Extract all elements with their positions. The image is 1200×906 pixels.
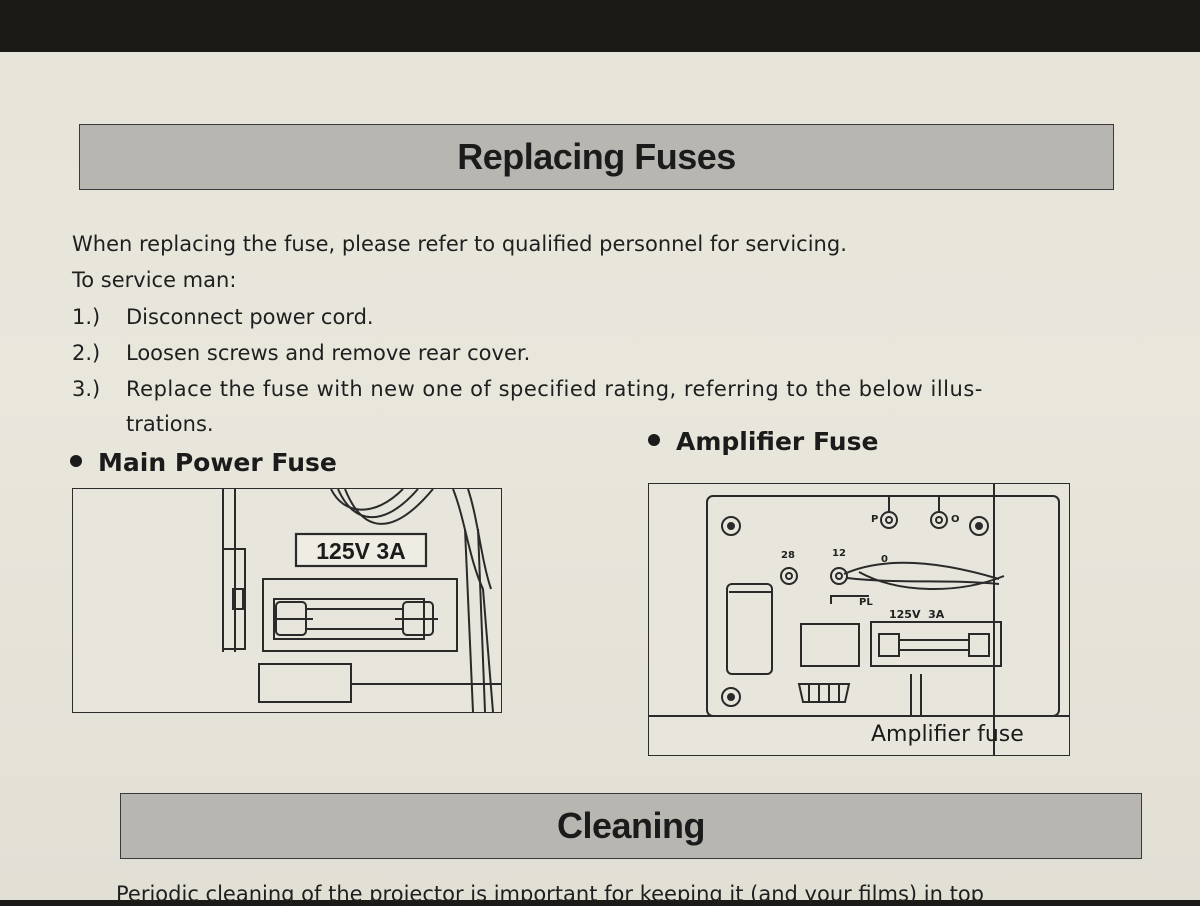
- amp-pin-pl-label: PL: [859, 597, 873, 608]
- section-title: Replacing Fuses: [457, 136, 736, 177]
- main-fuse-heading: Main Power Fuse: [70, 448, 337, 477]
- amp-pin-28-label: 28: [781, 550, 795, 561]
- step-3-text-cont: trations.: [126, 412, 214, 436]
- step-3-number: 3.): [72, 377, 101, 401]
- amp-pin-p-label: P: [871, 514, 879, 525]
- section-header-replacing-fuses: Replacing Fuses: [79, 124, 1114, 190]
- intro-line-1: When replacing the fuse, please refer to…: [72, 232, 847, 256]
- cleaning-paragraph-partial: Periodic cleaning of the projector is im…: [116, 882, 984, 906]
- intro-line-2: To service man:: [72, 268, 237, 292]
- step-1-text: Disconnect power cord.: [126, 305, 374, 329]
- bullet-icon: [70, 455, 82, 467]
- step-3-text: Replace the fuse with new one of specifi…: [126, 377, 983, 401]
- amp-pin-12-label: 12: [832, 548, 846, 559]
- amp-pin-0-label: 0: [881, 554, 888, 565]
- step-2-text: Loosen screws and remove rear cover.: [126, 341, 531, 365]
- amp-pin-o-label: O: [951, 514, 960, 525]
- manual-page: [0, 52, 1200, 900]
- bullet-icon: [648, 434, 660, 446]
- amp-fuse-illustration: P O 28 12 0 PL 125V 3A Amplifier fuse: [648, 483, 1070, 756]
- main-fuse-rating-label: 125V 3A: [316, 538, 406, 564]
- amp-fuse-caption: Amplifier fuse: [871, 722, 1024, 747]
- section-title: Cleaning: [556, 805, 706, 846]
- amp-fuse-heading: Amplifier Fuse: [648, 427, 878, 456]
- step-2-number: 2.): [72, 341, 101, 365]
- step-1-number: 1.): [72, 305, 101, 329]
- amp-fuse-rating-label: 125V 3A: [889, 608, 945, 621]
- main-fuse-illustration: 125V 3A: [72, 488, 502, 713]
- section-header-cleaning: Cleaning: [120, 793, 1142, 859]
